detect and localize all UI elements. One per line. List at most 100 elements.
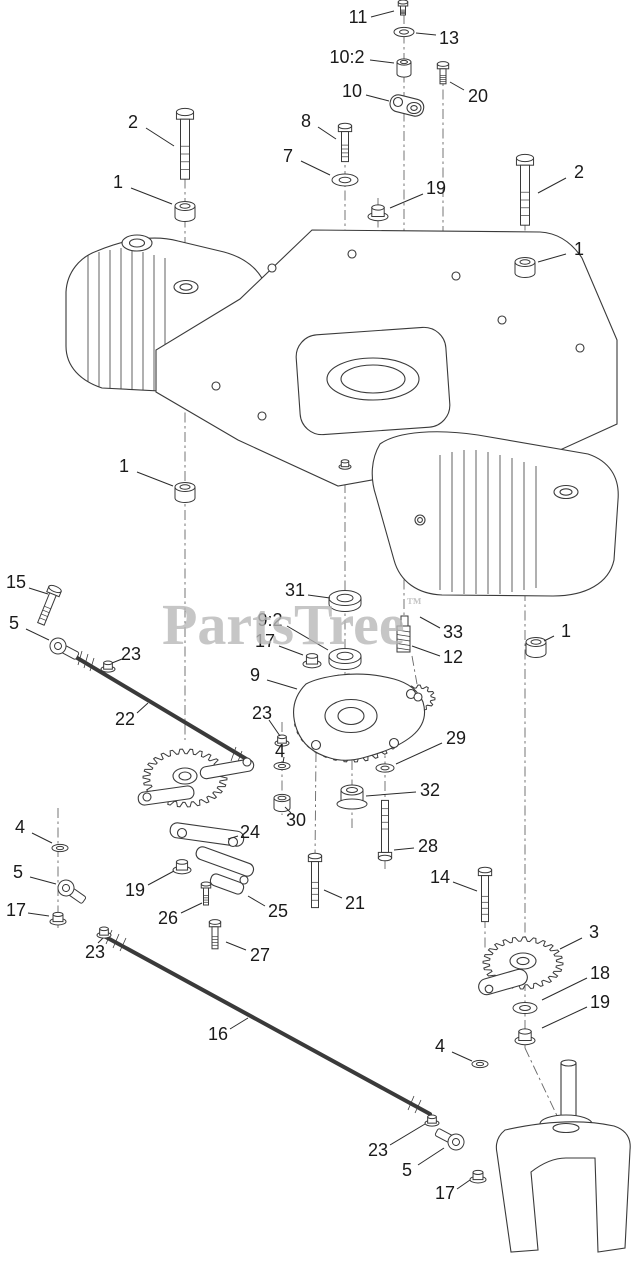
leader-line bbox=[559, 937, 583, 950]
leader-line bbox=[323, 889, 343, 899]
callout-label: 9 bbox=[250, 665, 260, 685]
leader-line bbox=[282, 756, 285, 764]
gear-plates-and-brackets bbox=[137, 94, 537, 996]
callout-label: 30 bbox=[286, 810, 306, 830]
callout-label: 21 bbox=[345, 893, 365, 913]
nut-part bbox=[469, 1169, 487, 1184]
nut-part bbox=[424, 1114, 440, 1127]
leader-line bbox=[136, 471, 174, 487]
leader-line bbox=[307, 594, 331, 599]
leader-line bbox=[27, 912, 50, 917]
callout-label: 1 bbox=[119, 456, 129, 476]
leader-line bbox=[317, 126, 337, 140]
leader-line bbox=[537, 253, 567, 263]
bolt-part bbox=[397, 0, 409, 16]
callout-label: 20 bbox=[468, 86, 488, 106]
nut-part bbox=[96, 926, 112, 939]
leader-line bbox=[111, 658, 123, 664]
ball-joint-part bbox=[49, 637, 80, 660]
leader-line bbox=[393, 847, 415, 851]
callout-label: 25 bbox=[268, 901, 288, 921]
nut-part bbox=[172, 859, 192, 875]
leader-line bbox=[130, 187, 173, 205]
leader-line bbox=[278, 645, 304, 656]
leader-line bbox=[389, 1123, 426, 1146]
callout-label: 18 bbox=[590, 963, 610, 983]
leader-line bbox=[452, 881, 478, 892]
bolt-part bbox=[37, 584, 62, 626]
leader-line bbox=[541, 1006, 588, 1029]
nut-part bbox=[514, 1028, 536, 1046]
bearing-part bbox=[328, 590, 362, 612]
callout-label: 19 bbox=[125, 880, 145, 900]
washer-part bbox=[273, 761, 291, 771]
leader-line bbox=[369, 59, 395, 64]
cooling-fins-right bbox=[439, 450, 537, 594]
leader-line bbox=[537, 177, 567, 194]
control-rod-22 bbox=[72, 654, 250, 762]
callout-label: 4 bbox=[275, 741, 285, 761]
callout-label: 1 bbox=[113, 172, 123, 192]
bushing-part bbox=[174, 482, 196, 503]
leader-line bbox=[411, 645, 441, 657]
leader-line bbox=[389, 193, 424, 209]
leader-line bbox=[395, 742, 443, 765]
leader-line bbox=[147, 870, 175, 886]
bolt-part bbox=[200, 881, 212, 906]
callout-label: 1 bbox=[561, 621, 571, 641]
washer-part bbox=[393, 26, 415, 38]
callout-label: 7 bbox=[283, 146, 293, 166]
callout-label: 23 bbox=[252, 703, 272, 723]
nut-part bbox=[338, 459, 352, 470]
callout-label: 23 bbox=[85, 942, 105, 962]
leader-line bbox=[543, 635, 555, 642]
nut-part bbox=[49, 911, 67, 926]
callout-label: 31 bbox=[285, 580, 305, 600]
leader-line bbox=[365, 94, 390, 102]
leader-line bbox=[25, 628, 50, 641]
leader-line bbox=[284, 806, 292, 814]
leader-line bbox=[415, 32, 437, 36]
bracket-24 bbox=[169, 822, 245, 847]
bolt-part bbox=[477, 866, 493, 923]
washer-part bbox=[375, 763, 395, 773]
leader-line bbox=[229, 1017, 249, 1030]
bolt-part bbox=[515, 153, 535, 226]
washer-part bbox=[51, 843, 69, 853]
callout-label: 17 bbox=[255, 631, 275, 651]
leader-line bbox=[268, 719, 281, 737]
leader-line bbox=[266, 679, 298, 690]
callout-label: 11 bbox=[349, 7, 368, 27]
ball-joint-part bbox=[57, 879, 87, 904]
cooling-fins-left bbox=[87, 248, 166, 393]
bolt-part bbox=[208, 919, 222, 950]
hardware-parts bbox=[37, 0, 547, 1184]
bolt-part bbox=[307, 852, 323, 909]
bolt-part bbox=[377, 799, 393, 862]
bushing-part bbox=[174, 201, 196, 222]
callout-label: 13 bbox=[439, 28, 459, 48]
callout-label: 5 bbox=[13, 862, 23, 882]
leader-line bbox=[227, 835, 239, 840]
callout-label: 1 bbox=[574, 239, 584, 259]
leader-line bbox=[449, 81, 465, 91]
callout-label: 23 bbox=[121, 644, 141, 664]
leader-line bbox=[300, 160, 331, 176]
leader-line bbox=[541, 977, 588, 1001]
leader-line bbox=[29, 876, 57, 885]
callout-label: 17 bbox=[435, 1183, 455, 1203]
bushing-part bbox=[525, 637, 547, 658]
callout-label: 8 bbox=[301, 111, 311, 131]
callout-label: 2 bbox=[128, 112, 138, 132]
nut-part bbox=[302, 653, 322, 669]
leader-line bbox=[97, 937, 104, 944]
leader-line bbox=[370, 10, 395, 18]
bolt-part bbox=[175, 107, 195, 180]
callout-label: 5 bbox=[402, 1160, 412, 1180]
caster-fork bbox=[495, 1059, 631, 1253]
control-rod-16 bbox=[102, 934, 432, 1116]
callout-label: 3 bbox=[589, 922, 599, 942]
bushing-part bbox=[514, 257, 536, 278]
bushing-part bbox=[396, 58, 412, 78]
leader-line bbox=[180, 902, 203, 914]
